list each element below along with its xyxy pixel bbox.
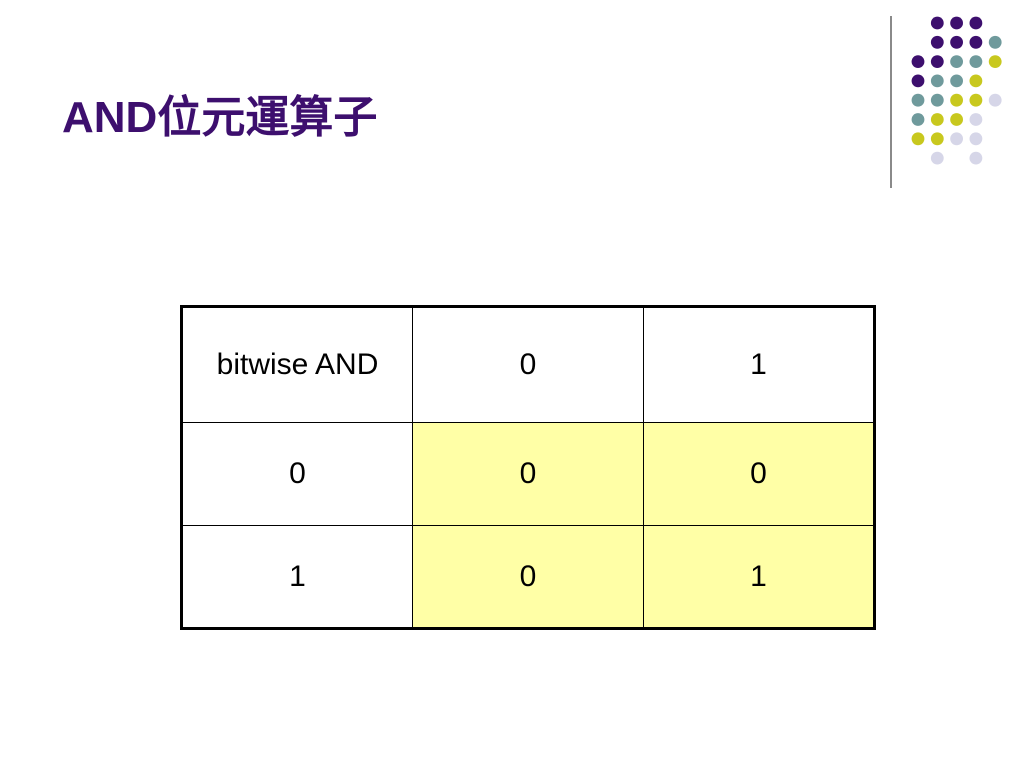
table-header-row: bitwise AND 0 1 (181, 306, 875, 423)
decorative-dot (911, 74, 925, 88)
and-truth-table: bitwise AND 0 1 0 0 0 1 0 1 (180, 305, 876, 630)
decorative-dot (950, 93, 963, 107)
table-corner-label: bitwise AND (181, 306, 413, 423)
decorative-dot (911, 132, 925, 146)
decorative-vertical-rule (890, 16, 892, 188)
decorative-dot (930, 93, 944, 107)
decorative-dot (969, 35, 983, 49)
decorative-dot (911, 93, 925, 107)
decorative-dot (969, 55, 983, 68)
result-cell: 0 (412, 525, 644, 629)
decorative-dot (969, 74, 983, 88)
decorative-dot (950, 74, 963, 88)
decorative-dot (930, 55, 944, 68)
table-row: 1 0 1 (181, 525, 875, 629)
row-header-0: 0 (181, 422, 413, 526)
decorative-dot (988, 35, 1002, 49)
decorative-dot (930, 16, 944, 30)
result-cell: 1 (643, 525, 875, 629)
decorative-dot (969, 132, 983, 146)
decorative-dot (950, 113, 963, 126)
decorative-dot (950, 132, 963, 146)
decorative-dot (988, 93, 1002, 107)
slide-title: AND位元運算子 (62, 93, 378, 142)
decorative-dot (988, 55, 1002, 68)
decorative-dot (930, 113, 944, 126)
column-header-1: 1 (643, 306, 875, 423)
decorative-dot (969, 93, 983, 107)
decorative-dot (950, 55, 963, 68)
decorative-dot (969, 113, 983, 126)
result-cell: 0 (643, 422, 875, 526)
column-header-0: 0 (412, 306, 644, 423)
decorative-dot (930, 132, 944, 146)
decorative-dot (930, 74, 944, 88)
table-row: 0 0 0 (181, 422, 875, 526)
decorative-dot (911, 55, 925, 68)
result-cell: 0 (412, 422, 644, 526)
decorative-dot (930, 35, 944, 49)
decorative-dot (930, 151, 944, 165)
decorative-dot (969, 16, 983, 30)
decorative-dot (911, 113, 925, 126)
decorative-dot (950, 16, 963, 30)
decorative-dot (969, 151, 983, 165)
row-header-1: 1 (181, 525, 413, 629)
decorative-dot-grid (911, 16, 1002, 165)
decorative-dot (950, 35, 963, 49)
